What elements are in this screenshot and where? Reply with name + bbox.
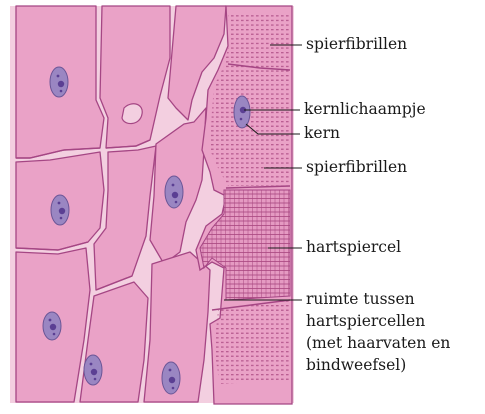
label-hartspiercel: hartspiercel [306, 238, 401, 256]
label-kern: kern [304, 124, 340, 142]
label-ruimte-line1: ruimte tussen [306, 290, 415, 308]
nucleus [43, 312, 61, 340]
nucleus-labelled [234, 96, 250, 128]
label-ruimte-line3: (met haarvaten en [306, 334, 450, 352]
nucleus [84, 355, 102, 385]
muscle-cells [16, 6, 226, 402]
nucleus [51, 195, 69, 225]
fibril-dots-lower [214, 300, 290, 384]
label-ruimte-line2: hartspiercellen [306, 312, 425, 330]
nucleus [50, 67, 68, 97]
nucleus [165, 176, 183, 208]
label-spierfibrillen-top: spierfibrillen [306, 35, 407, 53]
cell-gap [122, 104, 142, 124]
label-spierfibrillen-mid: spierfibrillen [306, 158, 407, 176]
label-kernlichaampje: kernlichaampje [304, 100, 426, 118]
label-ruimte-line4: bindweefsel) [306, 356, 406, 374]
nucleus [162, 362, 180, 394]
